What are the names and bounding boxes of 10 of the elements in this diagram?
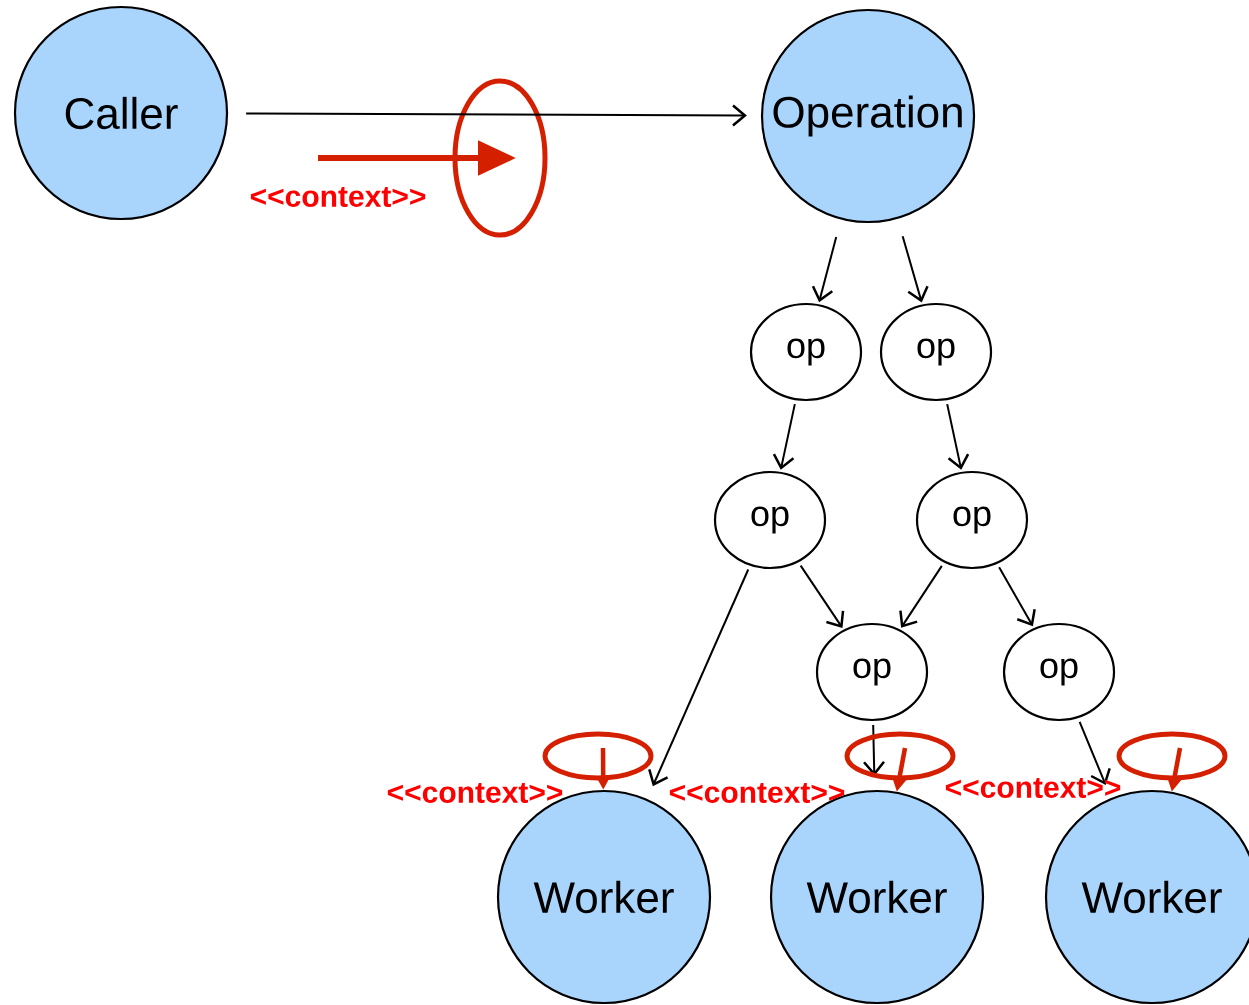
arrow <box>799 564 845 628</box>
arrow <box>901 235 929 303</box>
arrow <box>998 566 1036 627</box>
arrow <box>899 564 943 628</box>
arrow <box>648 568 750 787</box>
arrow <box>1078 720 1111 786</box>
arrow <box>245 104 747 127</box>
arrow <box>772 403 796 470</box>
arrow <box>946 403 970 470</box>
arrow <box>811 236 838 303</box>
